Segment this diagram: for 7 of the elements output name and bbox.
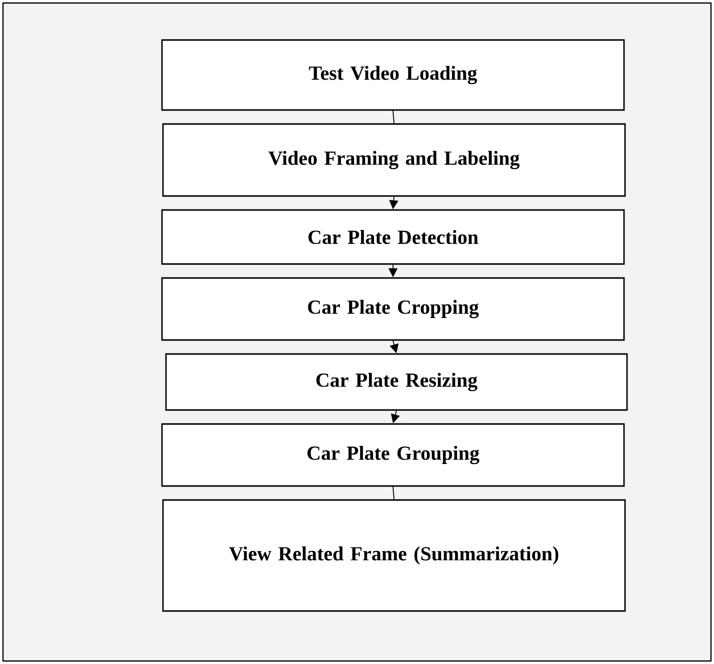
- process-box: Test Video Loading: [161, 39, 625, 111]
- process-box: Car Plate Detection: [161, 209, 625, 265]
- process-box: Car Plate Grouping: [161, 423, 625, 487]
- process-box: Car Plate Cropping: [161, 277, 625, 341]
- process-box: Car Plate Resizing: [165, 353, 628, 411]
- process-box: Video Framing and Labeling: [162, 123, 626, 197]
- process-box: View Related Frame (Summarization): [162, 499, 626, 612]
